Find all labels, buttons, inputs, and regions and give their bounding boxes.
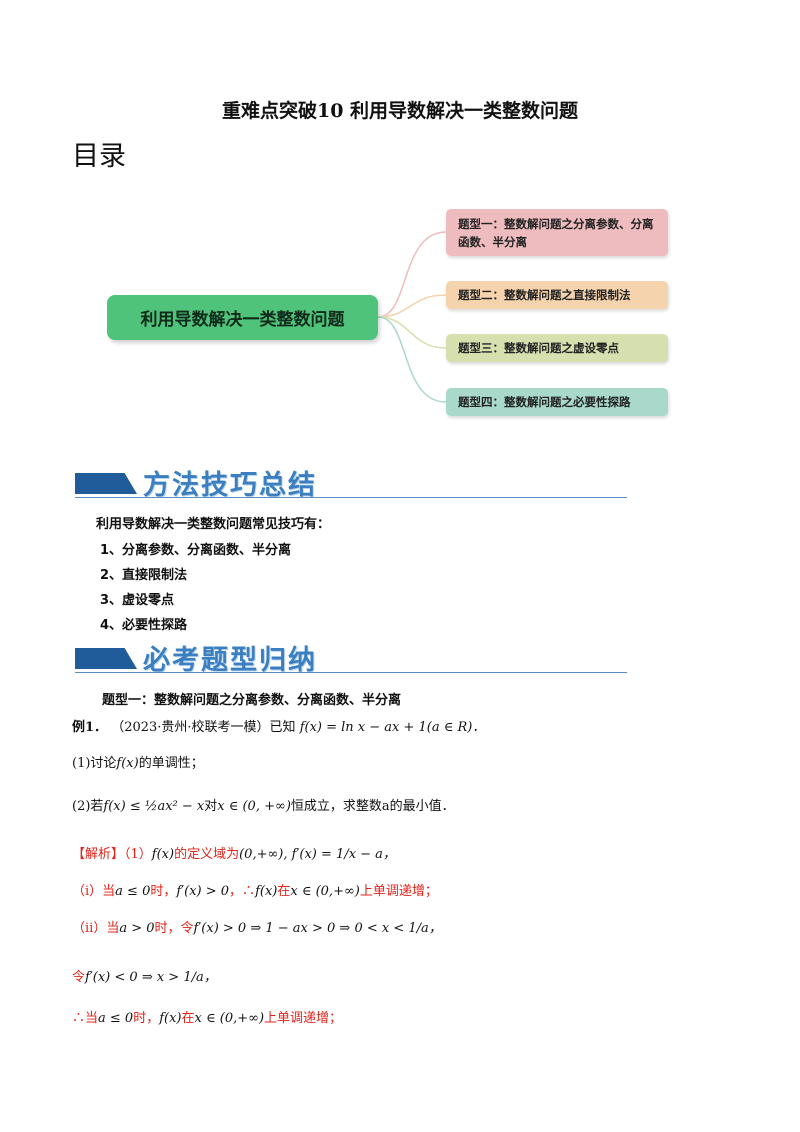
- mindmap-branch-1: 题型一：整数解问题之分离参数、分离函数、半分离: [446, 209, 668, 256]
- section-banner-types: 必考题型归纳: [75, 638, 627, 678]
- question-2-suffix: 恒成立，求整数a的最小值．: [290, 799, 455, 814]
- solution-line-1: 【解析】（1）f(x)的定义域为(0,+∞), f′(x) = 1/x − a，: [72, 843, 396, 862]
- method-item-4: 4、必要性探路: [100, 618, 188, 633]
- mindmap-branch-4: 题型四：整数解问题之必要性探路: [446, 388, 668, 416]
- banner-bar-icon: [75, 648, 137, 669]
- banner-title: 方法技巧总结: [143, 470, 317, 501]
- solution-part: 上单调递增；: [359, 884, 438, 899]
- solution-part: ，∴: [229, 884, 256, 899]
- solution-part: 时，: [133, 1011, 160, 1026]
- solution-part: （1）: [124, 847, 152, 862]
- solution-part: （ⅱ）当: [72, 921, 120, 936]
- solution-part: 在: [277, 884, 291, 899]
- section-banner-methods: 方法技巧总结: [75, 463, 627, 503]
- connector-3: [377, 316, 447, 349]
- question-1-prefix: (1)讨论: [72, 756, 117, 771]
- banner-bar-icon: [75, 473, 137, 494]
- example-source: （2023·贵州·校联考一模）已知: [111, 720, 296, 735]
- mindmap-root: 利用导数解决一类整数问题: [107, 295, 378, 340]
- solution-math: f(x): [159, 1011, 182, 1026]
- type-heading: 题型一：整数解问题之分离参数、分离函数、半分离: [102, 693, 402, 708]
- toc-heading: 目录: [72, 141, 126, 172]
- solution-part: 时，令: [154, 921, 194, 936]
- question-1-suffix: 的单调性；: [138, 756, 204, 771]
- question-2-mid: 对: [204, 799, 218, 814]
- solution-part: 上单调递增；: [264, 1011, 343, 1026]
- solution-tag: 【解析】: [72, 847, 125, 862]
- solution-line-3: （ⅱ）当a > 0时，令f′(x) > 0 ⇒ 1 − ax > 0 ⇒ 0 <…: [72, 917, 442, 936]
- connector-1: [377, 231, 447, 318]
- document-title: 重难点突破10 利用导数解决一类整数问题: [221, 100, 579, 122]
- solution-part: 的定义域为: [174, 847, 240, 862]
- solution-math: f′(x) > 0 ⇒ 1 − ax > 0 ⇒ 0 < x < 1/a，: [193, 921, 442, 936]
- example-label: 例1．: [72, 720, 108, 735]
- solution-part: 令: [72, 970, 86, 985]
- methods-intro: 利用导数解决一类整数问题常见技巧有：: [96, 517, 331, 532]
- banner-rule: [75, 497, 627, 498]
- question-2-prefix: (2)若: [72, 799, 104, 814]
- solution-part: （ⅰ）当: [72, 884, 116, 899]
- solution-math: x ∈ (0,+∞): [194, 1011, 265, 1026]
- solution-line-2: （ⅰ）当a ≤ 0时，f′(x) > 0，∴f(x)在x ∈ (0,+∞)上单调…: [72, 880, 438, 899]
- solution-math: f(x): [255, 884, 278, 899]
- method-item-3: 3、虚设零点: [100, 593, 175, 608]
- question-2-ineq: f(x) ≤ ½ax² − x: [103, 799, 205, 814]
- solution-math: a ≤ 0: [115, 884, 151, 899]
- example-given: f(x) = ln x − ax + 1(a ∈ R)．: [299, 720, 486, 735]
- solution-part: 在: [181, 1011, 195, 1026]
- solution-math: f′(x) > 0: [176, 884, 230, 899]
- question-2: (2)若f(x) ≤ ½ax² − x对x ∈ (0, +∞)恒成立，求整数a的…: [72, 795, 455, 814]
- solution-line-4: 令f′(x) < 0 ⇒ x > 1/a，: [72, 966, 217, 985]
- example-1: 例1． （2023·贵州·校联考一模）已知 f(x) = ln x − ax +…: [72, 716, 485, 735]
- banner-rule: [75, 672, 627, 673]
- question-1: (1)讨论f(x)的单调性；: [72, 752, 204, 771]
- solution-math: f(x): [151, 847, 175, 862]
- mindmap-branch-2: 题型二：整数解问题之直接限制法: [446, 281, 668, 309]
- solution-math: a > 0: [119, 921, 155, 936]
- solution-math: (0,+∞), f′(x) = 1/x − a，: [239, 847, 396, 862]
- method-item-1: 1、分离参数、分离函数、半分离: [100, 543, 292, 558]
- method-item-2: 2、直接限制法: [100, 568, 188, 583]
- mindmap-branch-3: 题型三：整数解问题之虚设零点: [446, 334, 668, 362]
- solution-math: a ≤ 0: [98, 1011, 134, 1026]
- banner-title: 必考题型归纳: [143, 645, 317, 676]
- solution-line-5: ∴当a ≤ 0时，f(x)在x ∈ (0,+∞)上单调递增；: [72, 1007, 342, 1026]
- solution-part: ∴当: [72, 1011, 99, 1026]
- solution-math: x ∈ (0,+∞): [290, 884, 360, 899]
- question-2-domain: x ∈ (0, +∞): [217, 799, 291, 814]
- connector-2: [377, 294, 447, 318]
- connector-4: [377, 316, 447, 403]
- solution-part: 时，: [150, 884, 177, 899]
- solution-math: f′(x) < 0 ⇒ x > 1/a，: [85, 970, 217, 985]
- question-1-func: f(x): [116, 756, 139, 771]
